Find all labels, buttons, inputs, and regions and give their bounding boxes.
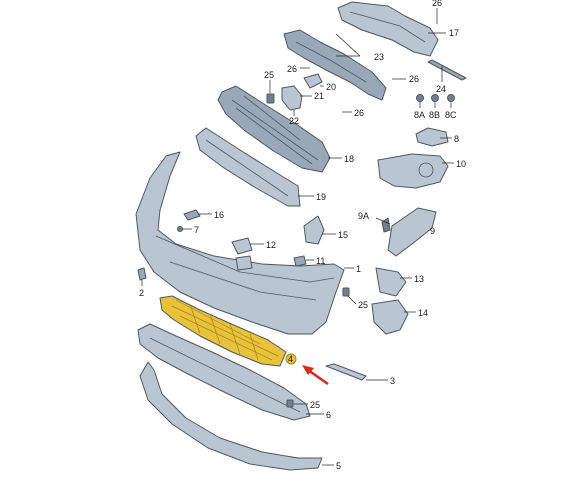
lower-grille-4-highlighted bbox=[159, 295, 297, 367]
clip-16 bbox=[183, 209, 201, 221]
label-3: 3 bbox=[390, 376, 395, 386]
label-4: 4 bbox=[288, 354, 293, 364]
label-15: 15 bbox=[338, 230, 348, 240]
radiator-grille-18 bbox=[217, 85, 331, 173]
label-8A: 8A bbox=[414, 110, 425, 120]
label-17: 17 bbox=[449, 28, 459, 38]
label-6: 6 bbox=[326, 410, 331, 420]
label-8B: 8B bbox=[429, 110, 440, 120]
bolt-25-mid bbox=[342, 287, 350, 297]
bumper-cover-1 bbox=[135, 151, 345, 335]
label-7: 7 bbox=[194, 225, 199, 235]
label-1: 1 bbox=[356, 264, 361, 274]
bracket-15 bbox=[303, 215, 325, 245]
label-26d: 26 bbox=[409, 74, 419, 84]
label-9A: 9A bbox=[358, 211, 369, 221]
trim-strip-3 bbox=[325, 363, 367, 381]
bracket-21 bbox=[281, 85, 303, 111]
label-21: 21 bbox=[314, 91, 324, 101]
label-13: 13 bbox=[414, 274, 424, 284]
clip-11 bbox=[293, 255, 307, 267]
fasteners-8abc bbox=[416, 94, 455, 102]
label-22: 22 bbox=[289, 116, 299, 126]
label-12: 12 bbox=[266, 240, 276, 250]
label-25c: 25 bbox=[310, 400, 320, 410]
label-8: 8 bbox=[454, 134, 459, 144]
callout-labels: 26 17 23 25 26 20 21 22 26 26 24 8A 8B 8… bbox=[139, 0, 466, 471]
label-26c: 26 bbox=[354, 108, 364, 118]
trim-strip-24 bbox=[427, 59, 467, 81]
underbody-spoiler-6 bbox=[137, 323, 311, 421]
label-16: 16 bbox=[214, 210, 224, 220]
air-duct-14 bbox=[371, 299, 409, 335]
clip-9a bbox=[381, 217, 391, 233]
label-14: 14 bbox=[418, 308, 428, 318]
label-25b: 25 bbox=[358, 300, 368, 310]
label-19: 19 bbox=[316, 192, 326, 202]
label-26a: 26 bbox=[432, 0, 442, 8]
label-23: 23 bbox=[374, 52, 384, 62]
label-24: 24 bbox=[436, 84, 446, 94]
reinforcement-beam-17 bbox=[337, 1, 439, 57]
label-5: 5 bbox=[336, 461, 341, 471]
front-lip-5 bbox=[139, 361, 323, 471]
bolt-25-top bbox=[266, 93, 275, 104]
bracket-10 bbox=[377, 153, 449, 189]
grille-frame-19 bbox=[195, 127, 301, 207]
clip-7 bbox=[177, 226, 183, 232]
mounting-bracket-23 bbox=[283, 29, 387, 101]
label-25a: 25 bbox=[264, 70, 274, 80]
bolt-25-low bbox=[286, 399, 294, 408]
leader-lines bbox=[141, 8, 454, 466]
guide-9 bbox=[387, 207, 437, 257]
label-18: 18 bbox=[344, 154, 354, 164]
label-8C: 8C bbox=[445, 110, 457, 120]
label-10: 10 bbox=[456, 159, 466, 169]
label-2: 2 bbox=[139, 288, 144, 298]
bracket-20 bbox=[303, 73, 323, 89]
red-arrow-indicator bbox=[302, 365, 329, 386]
label-9: 9 bbox=[430, 226, 435, 236]
cover-8 bbox=[415, 127, 449, 147]
air-duct-13 bbox=[375, 267, 407, 297]
label-11: 11 bbox=[316, 256, 325, 266]
label-26b: 26 bbox=[287, 64, 297, 74]
lamp-trim-12 bbox=[231, 237, 253, 271]
clip-2 bbox=[137, 267, 147, 281]
label-20: 20 bbox=[326, 82, 336, 92]
